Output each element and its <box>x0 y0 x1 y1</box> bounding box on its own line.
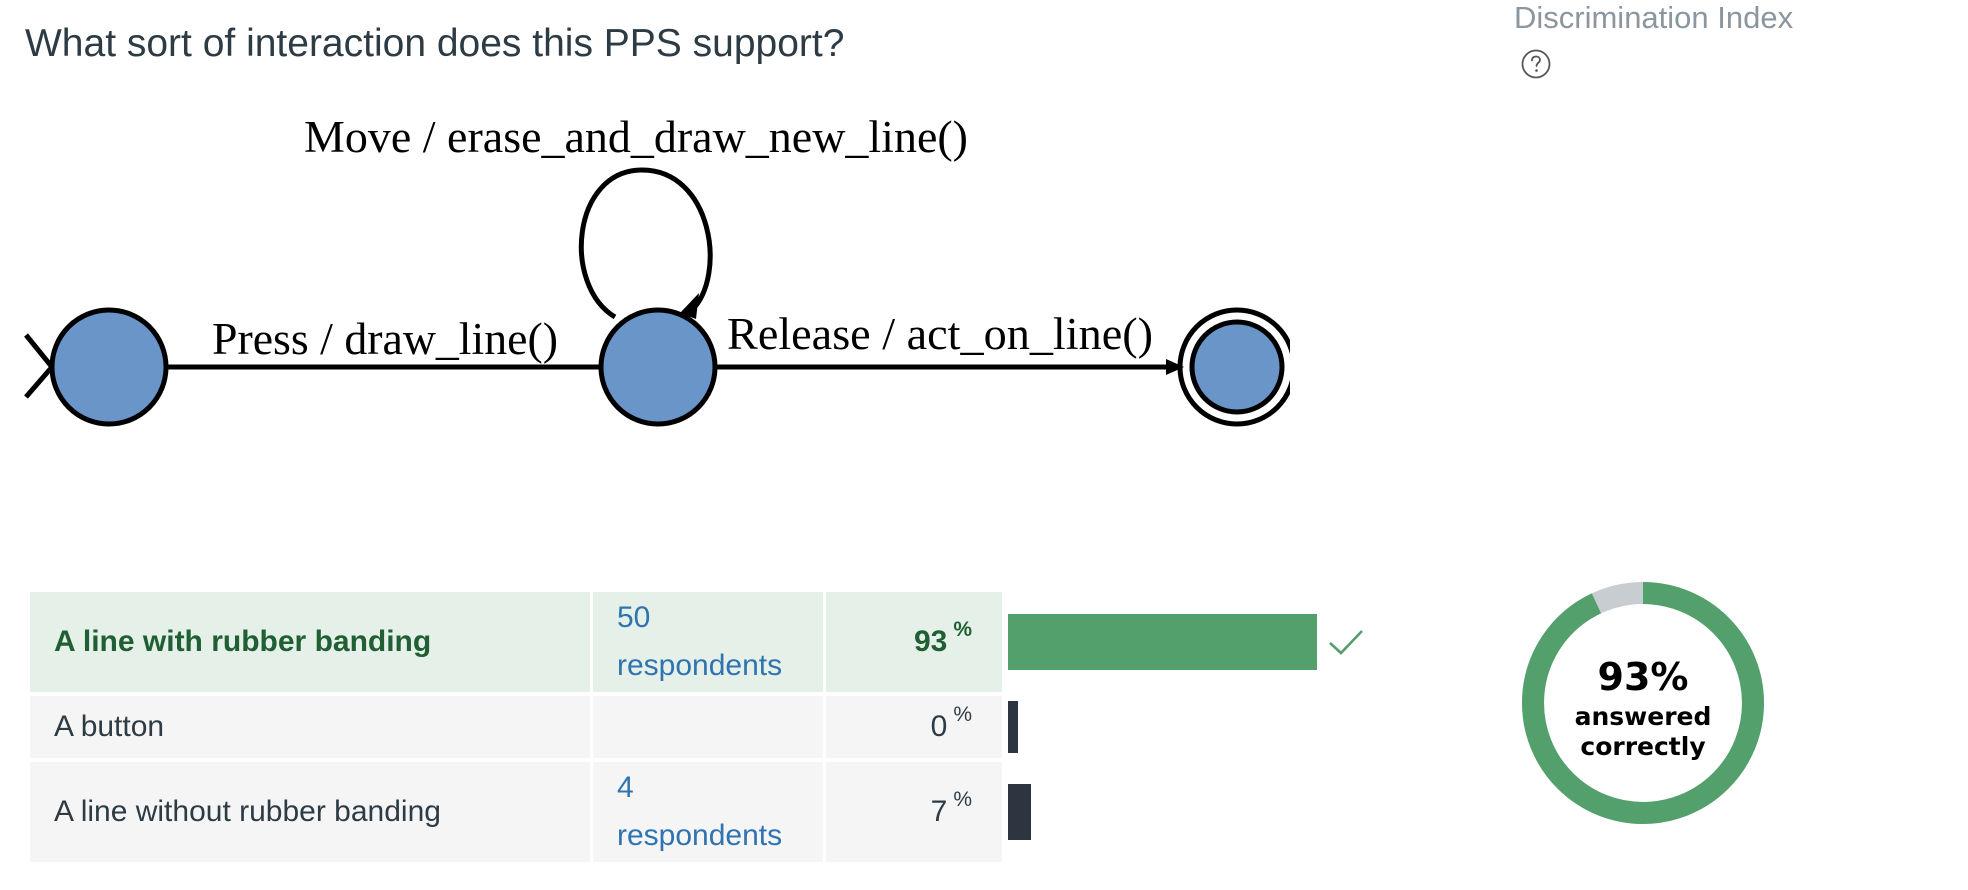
percent-value: 7 <box>930 795 948 828</box>
answer-bar <box>1008 701 1018 753</box>
answer-percent: 0% <box>826 696 1002 758</box>
loop-arrow <box>578 167 713 320</box>
answer-label: A line without rubber banding <box>30 762 590 862</box>
donut-correct-arc <box>1522 582 1764 824</box>
answer-percent: 7% <box>826 762 1002 862</box>
check-icon <box>1329 630 1363 655</box>
state-final-outer <box>1177 307 1290 427</box>
donut-caption-line1: answered <box>1574 702 1712 731</box>
release-arrowhead <box>1166 359 1184 375</box>
question-text: What sort of interaction does this PPS s… <box>25 22 845 65</box>
answer-respondents[interactable]: 50 respondents <box>593 592 823 692</box>
percent-correct: 93% <box>1597 655 1689 699</box>
discrimination-index-label: Discrimination Index <box>1514 0 1794 35</box>
percent-value: 0 <box>930 710 948 743</box>
answer-percent: 93% <box>826 592 1002 692</box>
state-start <box>49 307 169 427</box>
respondents-word: respondents <box>617 649 783 682</box>
respondents-word: respondents <box>617 819 783 852</box>
percent-sign: % <box>953 788 972 811</box>
release-label: Release / act_on_line() <box>727 309 1153 359</box>
press-label: Press / draw_line() <box>212 314 558 364</box>
respondents-count: 4 <box>617 771 634 804</box>
state-drawing <box>598 307 718 427</box>
answer-row: A button 0% <box>30 696 1005 758</box>
state-final <box>1189 319 1285 415</box>
percent-sign: % <box>953 703 972 726</box>
answer-respondents[interactable]: 4 respondents <box>593 762 823 862</box>
start-marker <box>24 333 56 399</box>
answer-label: A button <box>30 696 590 758</box>
percent-sign: % <box>953 618 972 641</box>
donut-label: 93% answered correctly <box>1520 652 1766 762</box>
answer-bar <box>1008 784 1031 840</box>
correct-donut-chart <box>1522 582 1764 824</box>
respondents-count: 50 <box>617 601 651 634</box>
answer-bar <box>1008 614 1317 670</box>
loop-arrowhead <box>680 293 699 319</box>
donut-caption-line2: correctly <box>1580 732 1706 761</box>
answer-label: A line with rubber banding <box>30 592 590 692</box>
state-machine-diagram: Move / erase_and_draw_new_line() Press /… <box>24 112 1290 427</box>
answer-row: A line with rubber banding 50 respondent… <box>30 592 1005 692</box>
answer-row: A line without rubber banding 4 responde… <box>30 762 1005 862</box>
percent-value: 93 <box>913 625 948 658</box>
answer-respondents <box>593 696 823 758</box>
loop-label: Move / erase_and_draw_new_line() <box>304 112 968 162</box>
help-icon[interactable] <box>1521 49 1551 79</box>
